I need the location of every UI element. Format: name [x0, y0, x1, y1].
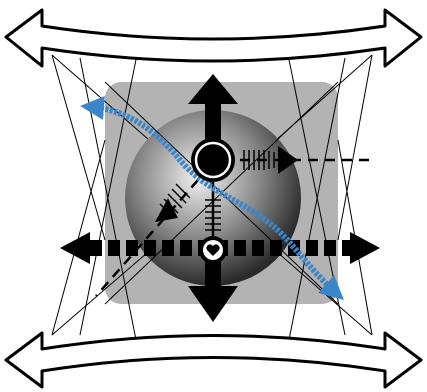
heart-circle-icon: [199, 236, 227, 264]
joint-circle-icon: [191, 138, 235, 182]
bottom-double-arrow-icon: [6, 333, 421, 387]
top-double-arrow-icon: [6, 10, 421, 66]
